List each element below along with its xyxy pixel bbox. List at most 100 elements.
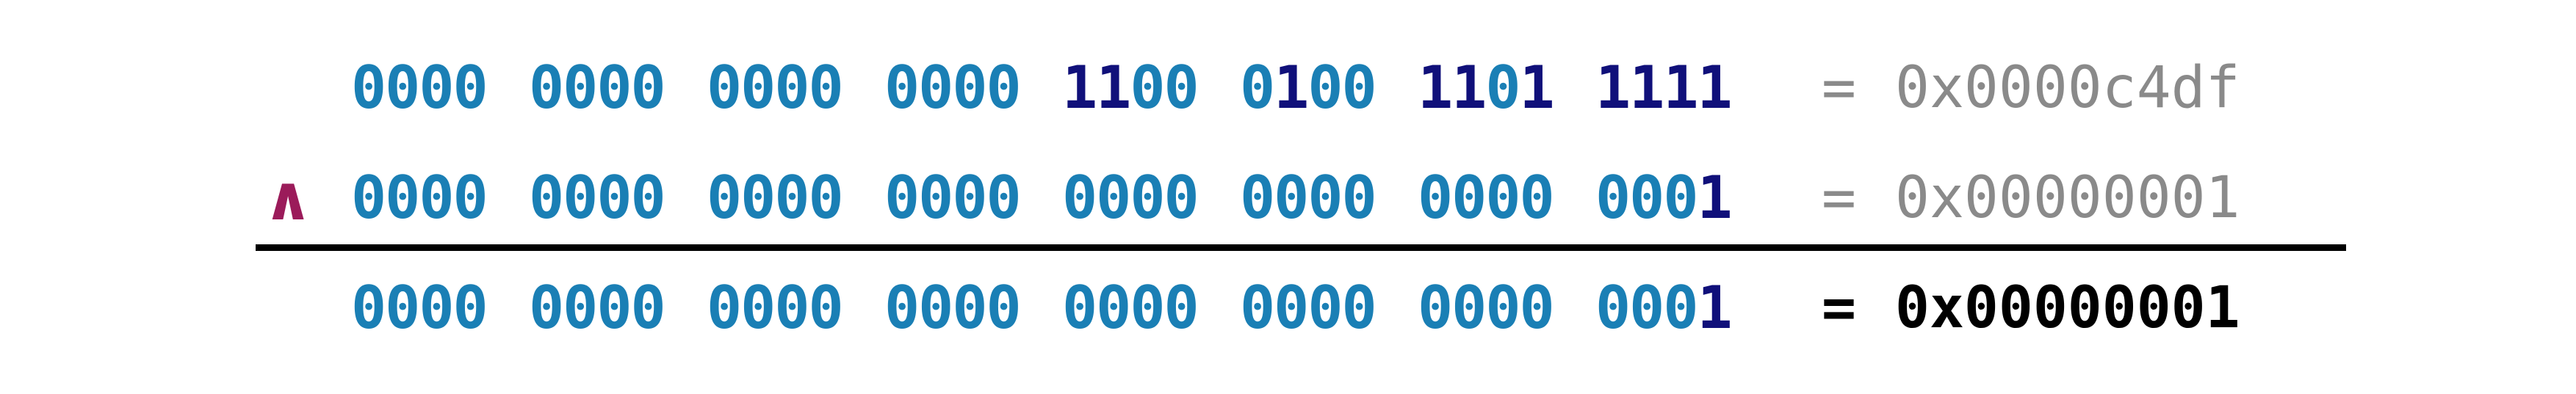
bit-zero: 0: [1307, 54, 1343, 122]
bit-zero: 0: [707, 54, 742, 122]
nibble: 0000: [529, 44, 671, 132]
nibble: 0000: [1418, 154, 1560, 242]
bit-zero: 0: [630, 274, 666, 342]
bit-zero: 0: [1595, 164, 1631, 232]
bit-one: 1: [1595, 54, 1631, 122]
bit-zero: 0: [596, 164, 632, 232]
bit-zero: 0: [630, 164, 666, 232]
bit-zero: 0: [918, 164, 953, 232]
hex-value: 0x00000001: [1895, 275, 2240, 341]
bit-zero: 0: [419, 54, 454, 122]
nibble: 0000: [351, 154, 494, 242]
nibble: 0000: [529, 154, 671, 242]
equals-sign: =: [1822, 165, 1856, 231]
bit-zero: 0: [1595, 274, 1631, 342]
bit-zero: 0: [529, 164, 564, 232]
bit-zero: 0: [952, 54, 987, 122]
bit-zero: 0: [952, 274, 987, 342]
bit-zero: 0: [385, 54, 420, 122]
bit-zero: 0: [918, 274, 953, 342]
bit-zero: 0: [563, 274, 598, 342]
bit-zero: 0: [529, 54, 564, 122]
result-divider-line: [256, 244, 2346, 251]
bit-one: 1: [1629, 54, 1664, 122]
bit-one: 1: [1096, 54, 1131, 122]
bit-zero: 0: [884, 54, 920, 122]
nibble: 0000: [707, 44, 849, 132]
bit-one: 1: [1062, 54, 1097, 122]
bit-zero: 0: [419, 164, 454, 232]
nibble: 1101: [1418, 44, 1560, 132]
hex-value: 0x0000c4df: [1895, 55, 2240, 121]
bit-zero: 0: [1163, 54, 1199, 122]
bit-zero: 0: [740, 164, 776, 232]
bit-zero: 0: [452, 164, 488, 232]
bit-zero: 0: [1418, 274, 1453, 342]
nibble: 0100: [1240, 44, 1382, 132]
bit-one: 1: [1418, 54, 1453, 122]
bit-zero: 0: [1163, 274, 1199, 342]
bit-zero: 0: [1096, 164, 1131, 232]
bit-one: 1: [1274, 54, 1309, 122]
bit-zero: 0: [419, 274, 454, 342]
bit-one: 1: [1697, 164, 1733, 232]
bit-zero: 0: [774, 54, 809, 122]
bit-zero: 0: [884, 164, 920, 232]
bit-zero: 0: [740, 54, 776, 122]
bit-zero: 0: [596, 54, 632, 122]
bit-zero: 0: [1096, 274, 1131, 342]
bit-zero: 0: [630, 54, 666, 122]
nibble: 0000: [351, 264, 494, 352]
bit-zero: 0: [884, 274, 920, 342]
bit-zero: 0: [986, 54, 1022, 122]
bit-one: 1: [1451, 54, 1487, 122]
bit-zero: 0: [563, 164, 598, 232]
bit-one: 1: [1519, 54, 1555, 122]
bit-zero: 0: [1341, 274, 1377, 342]
bit-zero: 0: [707, 164, 742, 232]
bit-zero: 0: [452, 54, 488, 122]
nibble: 0000: [884, 154, 1027, 242]
bit-one: 1: [1663, 54, 1698, 122]
and-operator-symbol: ∧: [263, 162, 314, 234]
nibble: 0000: [1062, 154, 1205, 242]
nibble: 0000: [1062, 264, 1205, 352]
bit-zero: 0: [1451, 274, 1487, 342]
bit-zero: 0: [808, 274, 844, 342]
bit-zero: 0: [1485, 164, 1520, 232]
nibble: 0001: [1595, 154, 1738, 242]
nibble: 0000: [707, 154, 849, 242]
bit-zero: 0: [385, 274, 420, 342]
nibble: 1111: [1595, 44, 1738, 132]
bit-zero: 0: [808, 54, 844, 122]
bit-zero: 0: [986, 164, 1022, 232]
nibble: 1100: [1062, 44, 1205, 132]
bit-zero: 0: [1274, 274, 1309, 342]
nibble: 0000: [529, 264, 671, 352]
bit-zero: 0: [1485, 274, 1520, 342]
bit-zero: 0: [1130, 54, 1165, 122]
bit-zero: 0: [351, 164, 386, 232]
bit-one: 1: [1697, 54, 1733, 122]
bit-zero: 0: [596, 274, 632, 342]
nibble: 0001: [1595, 264, 1738, 352]
bit-zero: 0: [1240, 54, 1275, 122]
bit-zero: 0: [986, 274, 1022, 342]
bit-zero: 0: [1629, 164, 1664, 232]
bit-zero: 0: [529, 274, 564, 342]
bit-zero: 0: [1062, 164, 1097, 232]
nibble: 0000: [884, 44, 1027, 132]
nibble: 0000: [1418, 264, 1560, 352]
bit-zero: 0: [1240, 164, 1275, 232]
bit-zero: 0: [1163, 164, 1199, 232]
nibble: 0000: [351, 44, 494, 132]
bit-zero: 0: [1307, 274, 1343, 342]
bit-zero: 0: [1130, 274, 1165, 342]
bit-zero: 0: [952, 164, 987, 232]
bit-zero: 0: [1341, 54, 1377, 122]
bit-zero: 0: [351, 54, 386, 122]
nibble: 0000: [884, 264, 1027, 352]
